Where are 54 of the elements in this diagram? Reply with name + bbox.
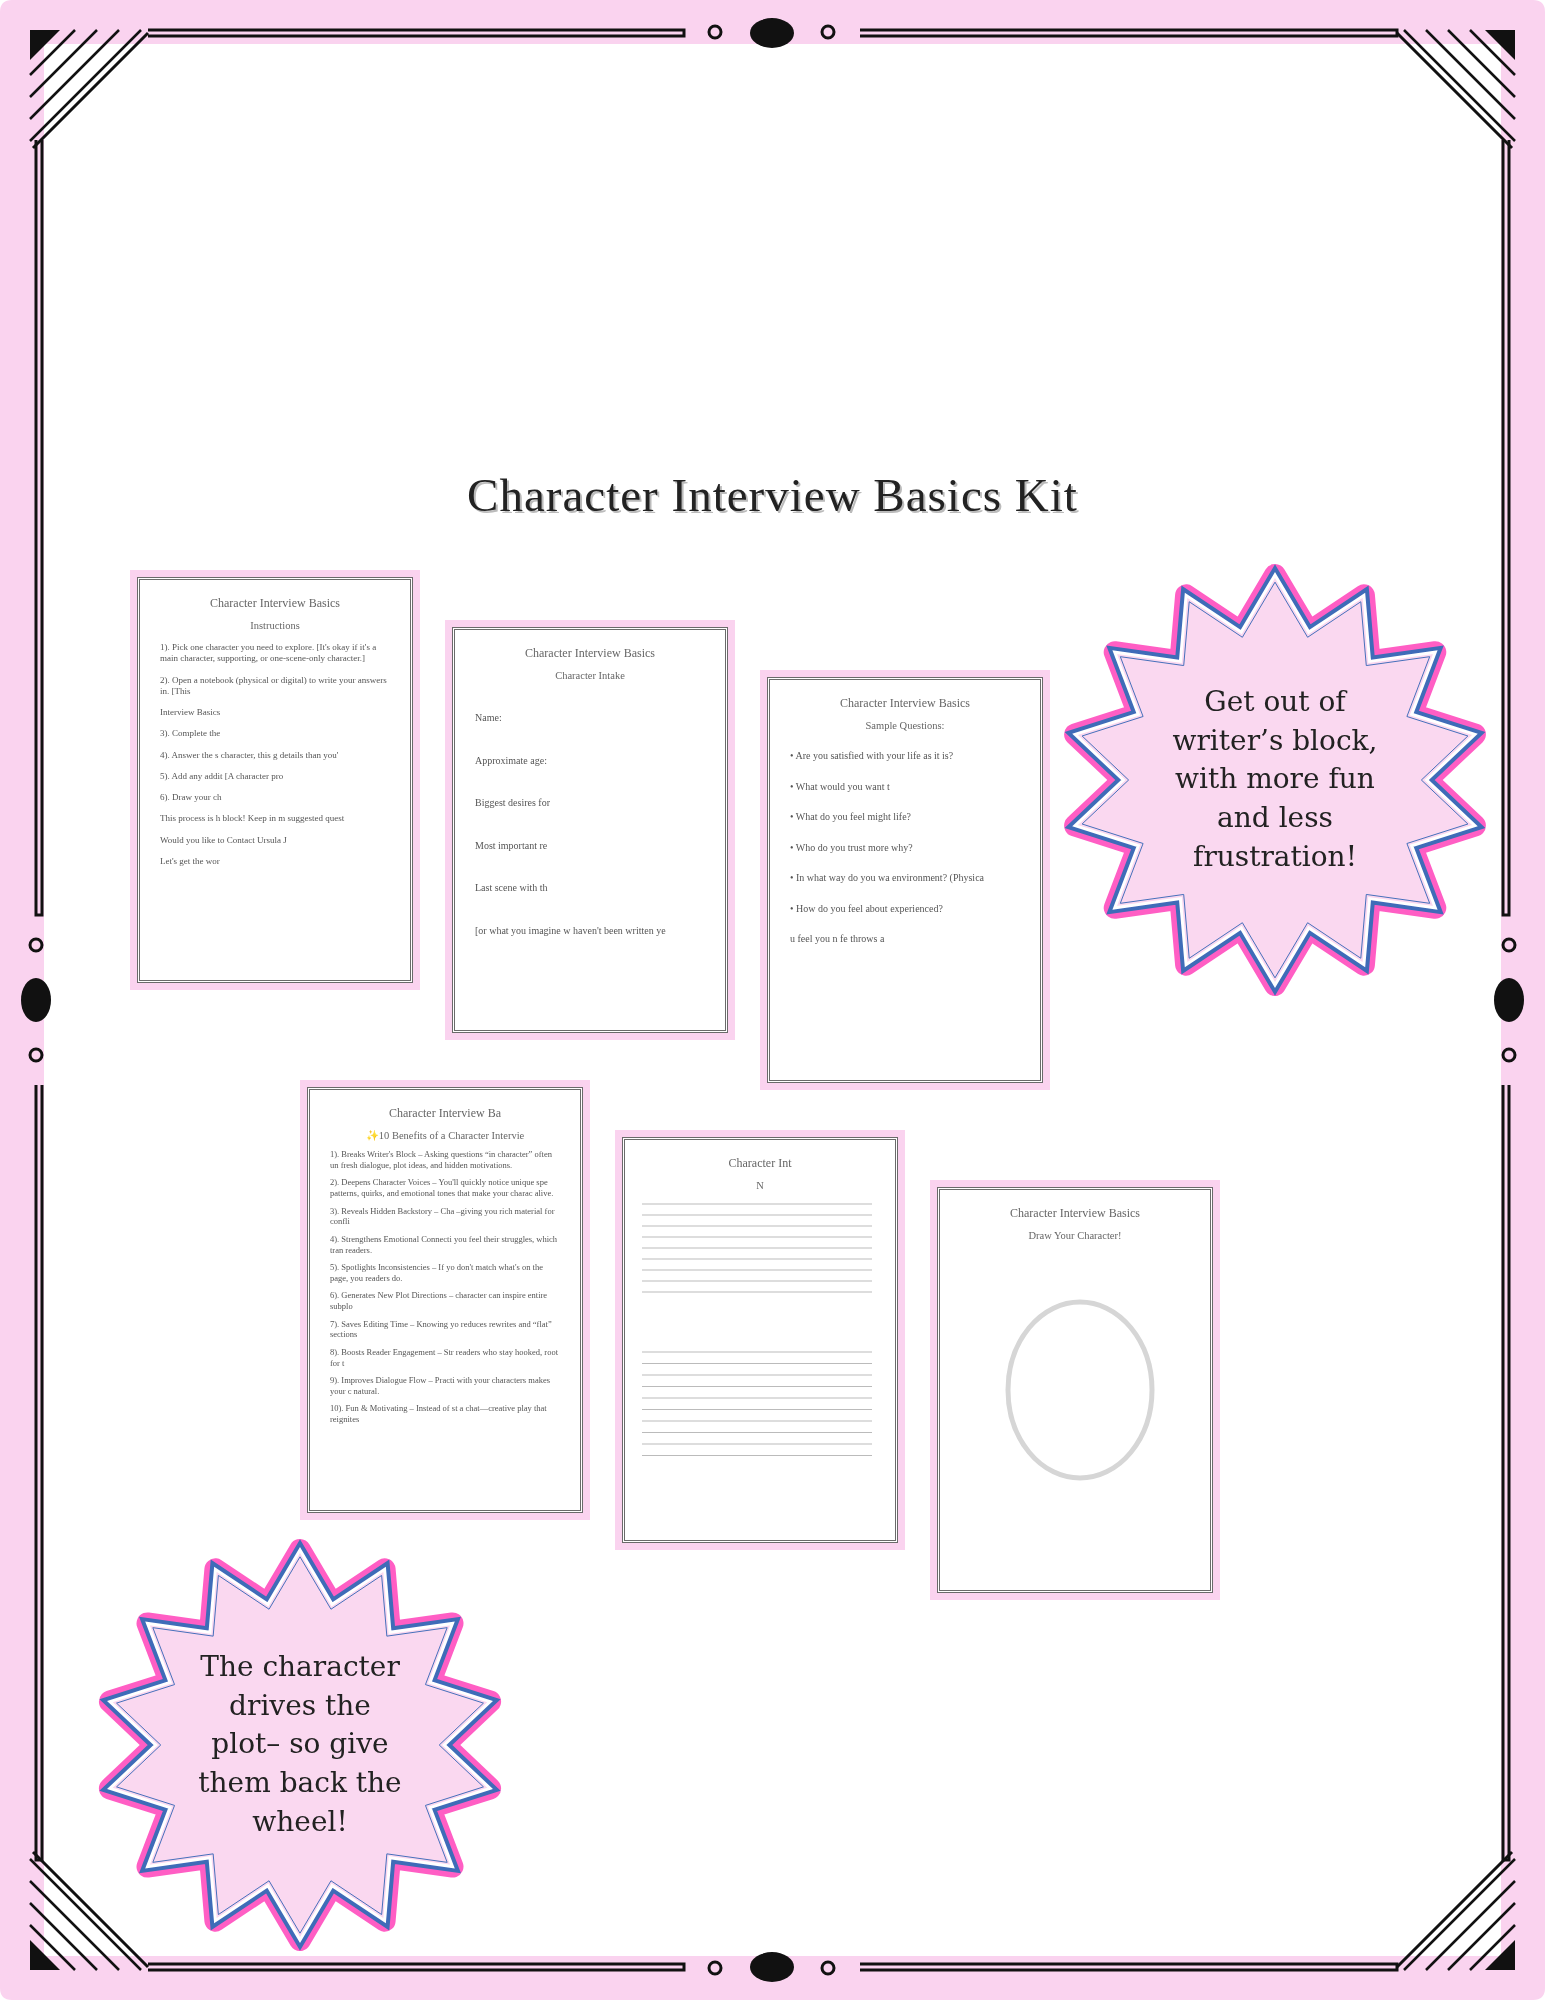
benefit-text: 2). Deepens Character Voices – You'll quickly notice unique spe patterns, quirks, and emotional tones that make your charac alive. xyxy=(330,1177,555,1199)
page-heading: Character Interview Basics xyxy=(1010,1206,1140,1221)
question-text: u feel you n fe throws a xyxy=(790,933,886,946)
benefit-text: 5). Spotlights Inconsistencies – If yo don't match what's on the page, you readers do. xyxy=(330,1262,544,1284)
question-text: • What would you want t xyxy=(790,780,891,794)
worksheet-page xyxy=(615,1130,905,1550)
question-text: • In what way do you wa environment? (Physica xyxy=(790,872,985,885)
form-field-label: Last scene with th xyxy=(475,882,549,895)
page-heading: Character Interview Basics xyxy=(210,596,340,611)
instruction-text: 3). Complete the xyxy=(160,728,222,740)
benefit-text: 6). Generates New Plot Directions – character can inspire entire subplo xyxy=(330,1290,549,1312)
page-heading: Character Interview Ba xyxy=(389,1106,501,1121)
page-subheading: ✨10 Benefits of a Character Intervie xyxy=(365,1129,525,1143)
benefit-text: 7). Saves Editing Time – Knowing yo reduces rewrites and “flat” sections xyxy=(330,1318,553,1340)
page-subheading: Draw Your Character! xyxy=(1028,1229,1122,1243)
worksheet-page xyxy=(130,570,420,990)
kit-title: Character Interview Basics Kit xyxy=(466,468,1079,522)
benefit-text: 1). Breaks Writer's Block – Asking questions “in character” often un fresh dialogue, plot ideas, and hidden motivations. xyxy=(330,1149,553,1171)
page-subheading: Instructions xyxy=(250,619,300,633)
form-field-label: Name: xyxy=(475,712,503,725)
page-subheading: Character Intake xyxy=(555,669,625,683)
form-field-label: Biggest desires for xyxy=(475,797,551,810)
instruction-text: This process is h block! Keep in m suggested quest xyxy=(160,813,346,825)
page-subheading: N xyxy=(756,1179,764,1193)
instruction-text: 6). Draw your ch xyxy=(160,792,223,804)
form-field-label: Most important re xyxy=(475,839,549,853)
page-heading: Character Interview Basics xyxy=(525,646,655,661)
question-text: • Are you satisfied with your life as it is? xyxy=(790,750,955,763)
benefit-text: 10). Fun & Motivating – Instead of st a chat—creative play that reignites xyxy=(330,1403,548,1425)
instruction-text: 4). Answer the s character, this g details than you' xyxy=(160,749,340,761)
page-heading: Character Int xyxy=(728,1156,792,1171)
question-text: • How do you feel about experienced? xyxy=(790,902,944,916)
instruction-text: Would you like to Contact Ursula J xyxy=(160,834,288,846)
instruction-text: 1). Pick one character you need to explore. [It's okay if it's a main character, supporting, or one-scene-only character.] xyxy=(160,642,378,665)
callout-text: Get out of writer’s block, with more fun and less frustration! xyxy=(1171,684,1379,875)
page-heading: Character Interview Basics xyxy=(840,696,970,711)
instruction-text: 2). Open a notebook (physical or digital) to write your answers in. [This xyxy=(160,674,388,698)
worksheet-page xyxy=(760,670,1050,1090)
instruction-text: Interview Basics xyxy=(160,707,222,719)
benefit-text: 8). Boosts Reader Engagement – Str readers who stay hooked, root for t xyxy=(330,1346,560,1369)
worksheet-page xyxy=(930,1180,1220,1600)
benefit-text: 4). Strengthens Emotional Connecti you feel their struggles, which tran readers. xyxy=(330,1233,559,1256)
form-field-label: Approximate age: xyxy=(475,754,548,768)
benefit-text: 3). Reveals Hidden Backstory – Cha –giving you rich material for confli xyxy=(330,1205,556,1227)
callout-text: The character drives the plot– so give them back the wheel! xyxy=(197,1649,403,1840)
instruction-text: 5). Add any addit [A character pro xyxy=(160,770,285,783)
instruction-text: Let's get the wor xyxy=(160,855,221,868)
page-subheading: Sample Questions: xyxy=(865,719,945,733)
question-text: • Who do you trust more why? xyxy=(790,841,914,855)
worksheet-page xyxy=(300,1080,590,1520)
worksheet-page xyxy=(445,620,735,1040)
question-text: • What do you feel might life? xyxy=(790,811,913,824)
form-field-label: [or what you imagine w haven't been written ye xyxy=(475,924,667,938)
benefit-text: 9). Improves Dialogue Flow – Practi with your characters makes your c natural. xyxy=(330,1375,551,1397)
